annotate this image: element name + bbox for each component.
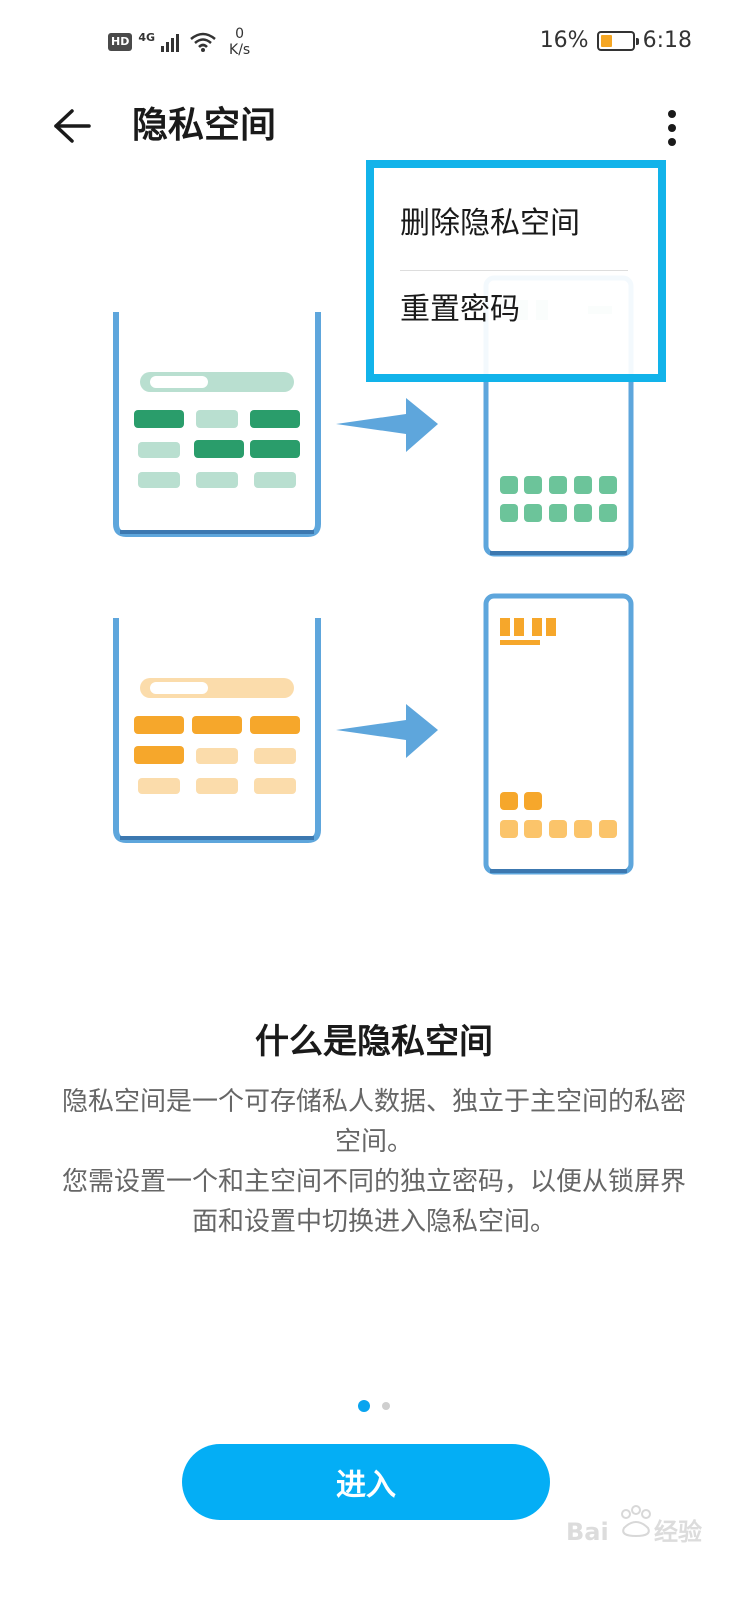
- arrow-back-icon: [54, 109, 91, 143]
- arrow-right-icon: [336, 704, 438, 758]
- hd-badge: HD: [108, 33, 133, 51]
- page-title: 隐私空间: [132, 105, 277, 146]
- network-speed: 0 K/s: [229, 26, 250, 58]
- baidu-jingyan-watermark-logo: Bai 经验: [566, 1505, 702, 1546]
- battery-icon: [596, 30, 639, 51]
- app-drawer-orange-illustration: [113, 618, 321, 843]
- enter-button[interactable]: 进入: [182, 1444, 550, 1520]
- status-left: HD 4G 0 K/s: [108, 26, 250, 58]
- battery-percent: 16%: [539, 28, 589, 53]
- description-paragraph-1: 隐私空间是一个可存储私人数据、独立于主空间的私密空间。: [61, 1087, 686, 1157]
- cellular-signal-icon: [161, 34, 180, 52]
- network-type: 4G: [138, 30, 156, 44]
- network-speed-value: 0: [235, 26, 245, 42]
- description-paragraph-2: 您需设置一个和主空间不同的独立密码，以便从锁屏界面和设置中切换进入隐私空间。: [61, 1167, 686, 1237]
- menu-item-reset-password[interactable]: 重置密码: [400, 292, 520, 327]
- page-dot-active: [358, 1400, 370, 1412]
- status-right: 16% 6:18: [540, 28, 692, 53]
- clock: 6:18: [642, 28, 692, 53]
- page-indicator: [0, 1400, 748, 1412]
- more-vertical-icon: [668, 110, 676, 146]
- page-dot: [382, 1402, 390, 1410]
- back-button[interactable]: [44, 98, 100, 154]
- status-bar: HD 4G 0 K/s 16% 6:18: [0, 0, 748, 80]
- overflow-menu: 删除隐私空间 重置密码: [366, 160, 666, 382]
- wifi-icon: [190, 32, 216, 52]
- phone-orange-illustration: [483, 593, 634, 875]
- battery-fill: [600, 34, 612, 47]
- app-header: 隐私空间: [0, 90, 748, 166]
- arrow-right-icon: [336, 398, 438, 452]
- svg-text:经验: 经验: [654, 1518, 702, 1546]
- svg-text:Bai: Bai: [566, 1518, 609, 1546]
- network-speed-unit: K/s: [229, 42, 251, 58]
- section-heading: 什么是隐私空间: [255, 1022, 493, 1062]
- menu-item-delete-private-space[interactable]: 删除隐私空间: [400, 206, 580, 241]
- description: 隐私空间是一个可存储私人数据、独立于主空间的私密空间。 您需设置一个和主空间不同…: [52, 1082, 696, 1242]
- more-options-button[interactable]: [650, 100, 694, 156]
- app-drawer-green-illustration: [113, 312, 321, 537]
- menu-divider: [400, 270, 628, 271]
